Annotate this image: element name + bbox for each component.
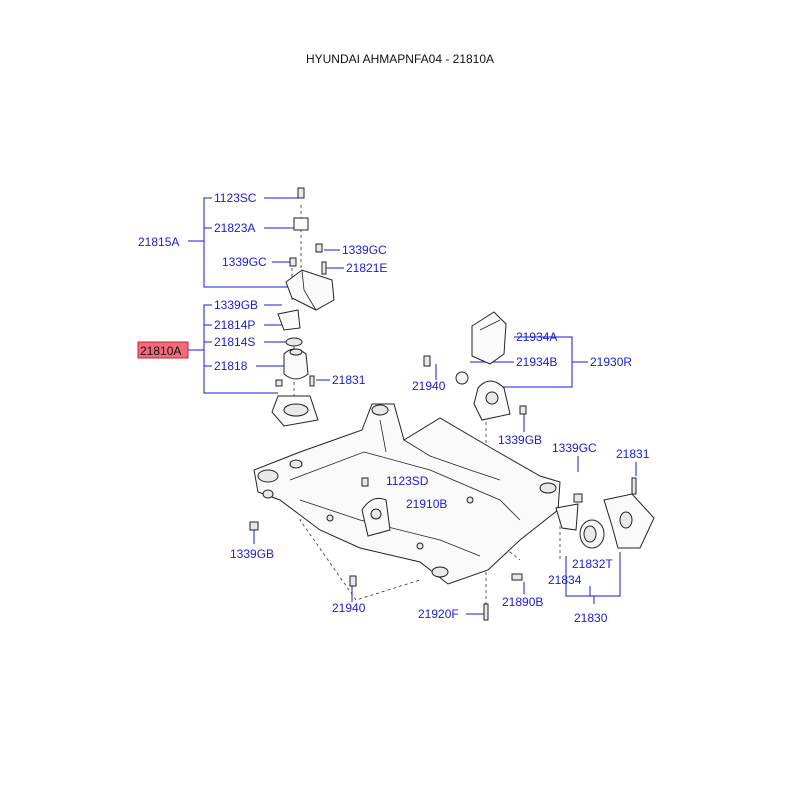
lower-mount-assembly	[555, 477, 655, 549]
engine-mount-insulator	[271, 309, 319, 427]
label-1123SC[interactable]: 1123SC	[214, 191, 257, 205]
label-21934A[interactable]: 21934A	[516, 330, 557, 344]
label-1339GC-right[interactable]: 1339GC	[552, 441, 597, 455]
label-1339GC-left[interactable]: 1339GC	[222, 255, 267, 269]
label-21910B[interactable]: 21910B	[406, 497, 447, 511]
diagram-title: HYUNDAI AHMAPNFA04 - 21810A	[305, 52, 495, 66]
subframe	[253, 403, 561, 585]
label-1339GB-bottom[interactable]: 1339GB	[230, 547, 274, 561]
label-1339GB-top[interactable]: 1339GB	[214, 298, 258, 312]
label-1123SD[interactable]: 1123SD	[386, 474, 429, 488]
label-21814S[interactable]: 21814S	[214, 335, 255, 349]
label-21940-bottom[interactable]: 21940	[332, 601, 366, 615]
label-21810A[interactable]: 21810A	[140, 344, 181, 358]
label-21930R[interactable]: 21930R	[590, 355, 632, 369]
label-21940-right[interactable]: 21940	[412, 379, 446, 393]
label-1339GB-right[interactable]: 1339GB	[498, 433, 542, 447]
transmission-mount	[423, 311, 527, 421]
label-21831-right[interactable]: 21831	[616, 447, 650, 461]
label-21890B[interactable]: 21890B	[502, 595, 543, 609]
label-21830[interactable]: 21830	[574, 611, 608, 625]
label-21834[interactable]: 21834	[548, 573, 582, 587]
label-21818[interactable]: 21818	[214, 359, 248, 373]
label-21832T[interactable]: 21832T	[572, 557, 613, 571]
roll-rod-mount	[249, 477, 523, 621]
label-1339GC-top[interactable]: 1339GC	[342, 243, 387, 257]
label-21814P[interactable]: 21814P	[214, 318, 255, 332]
highlight-21810A	[137, 341, 189, 359]
label-21823A[interactable]: 21823A	[214, 221, 255, 235]
label-21821E[interactable]: 21821E	[346, 261, 387, 275]
label-21920F[interactable]: 21920F	[418, 607, 459, 621]
label-21815A[interactable]: 21815A	[138, 235, 179, 249]
part-labels: 21815A 1123SC 21823A 1339GC 1339GC 21821…	[137, 191, 650, 625]
upper-mount-bracket	[285, 187, 335, 311]
leader-lines	[188, 197, 637, 615]
label-21934B[interactable]: 21934B	[516, 355, 557, 369]
label-21831-left[interactable]: 21831	[332, 373, 366, 387]
